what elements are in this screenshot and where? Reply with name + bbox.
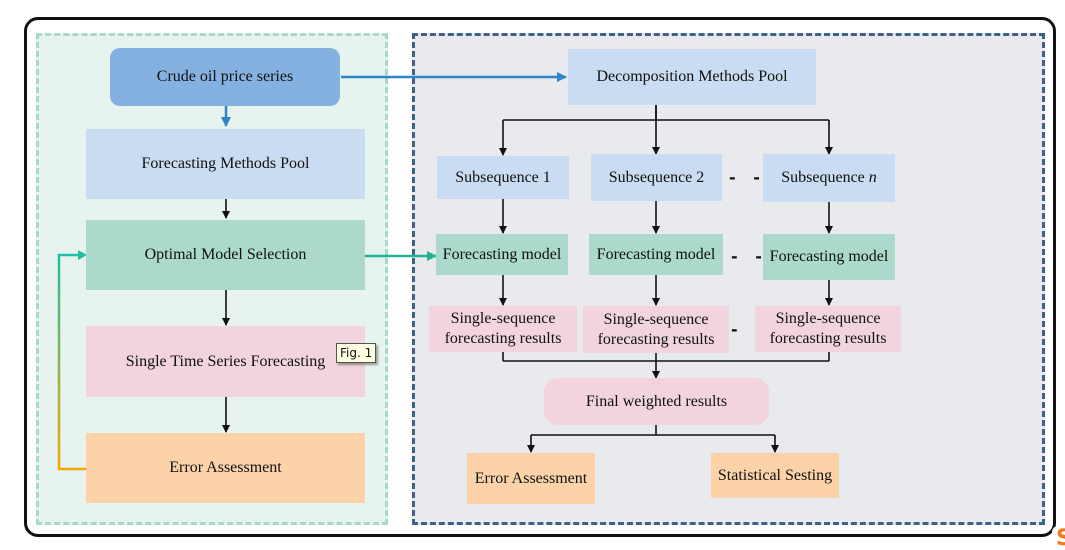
feedback-loop-error-to-selection <box>57 253 86 471</box>
final-weighted-results-label: Final weighted results <box>585 392 728 410</box>
forecasting-model-2-label: Forecasting model <box>596 245 716 263</box>
crude-oil-input-box: Crude oil price series <box>110 48 340 106</box>
subsequence-ellipsis: - - <box>729 168 766 187</box>
statistical-testing-label: Statistical Sesting <box>717 466 833 484</box>
model-ellipsis: - - <box>731 247 768 266</box>
results-1-box: Single-sequence forecasting results <box>429 306 577 352</box>
forecasting-model-n-label: Forecasting model <box>769 248 889 265</box>
decomposition-methods-pool-label: Decomposition Methods Pool <box>596 68 788 85</box>
subsequence-n-box: Subsequence n <box>763 154 895 202</box>
subsequence-2-label: Subsequence 2 <box>608 168 705 186</box>
results-2-line1: Single-sequence <box>603 310 709 328</box>
subsequence-1-label: Subsequence 1 <box>455 168 551 186</box>
forecasting-model-1-box: Forecasting model <box>436 234 568 275</box>
results-2-line2: forecasting results <box>597 330 715 348</box>
results-2-box: Single-sequence forecasting results <box>583 306 729 353</box>
statistical-testing-box: Statistical Sesting <box>711 453 839 498</box>
diagram-frame <box>24 17 1056 537</box>
forecasting-methods-pool-label: Forecasting Methods Pool <box>141 155 310 172</box>
decomposition-ensemble-panel <box>412 33 1045 525</box>
final-weighted-results-box: Final weighted results <box>544 378 769 425</box>
figure-tooltip: Fig. 1 <box>336 343 377 363</box>
subsequence-1-box: Subsequence 1 <box>437 156 569 199</box>
results-ellipsis: - - <box>731 320 768 339</box>
crude-oil-input-label: Crude oil price series <box>156 68 294 85</box>
subsequence-n-label: Subsequence n <box>781 168 877 188</box>
forecasting-model-2-box: Forecasting model <box>589 234 723 275</box>
error-assessment-left-box: Error Assessment <box>86 433 365 503</box>
results-1-line2: forecasting results <box>444 330 562 347</box>
subsequence-2-box: Subsequence 2 <box>591 154 722 201</box>
optimal-model-selection-box: Optimal Model Selection <box>86 220 365 290</box>
forecasting-model-n-box: Forecasting model <box>763 234 895 280</box>
error-assessment-right-label: Error Assessment <box>474 469 588 487</box>
results-1-line1: Single-sequence <box>450 310 556 327</box>
error-assessment-right-box: Error Assessment <box>467 453 595 504</box>
error-assessment-left-label: Error Assessment <box>169 459 282 476</box>
results-n-line1: Single-sequence <box>775 310 881 327</box>
subsequence-n-variable: n <box>868 169 877 186</box>
single-time-series-forecasting-label: Single Time Series Forecasting <box>125 352 326 370</box>
feedback-arrowhead <box>78 250 87 260</box>
subsequence-n-prefix: Subsequence <box>781 169 869 186</box>
decomposition-methods-pool-box: Decomposition Methods Pool <box>568 49 816 105</box>
single-time-series-forecasting-box: Single Time Series Forecasting <box>86 326 365 397</box>
forecasting-model-1-label: Forecasting model <box>442 245 562 263</box>
forecasting-methods-pool-box: Forecasting Methods Pool <box>86 129 365 199</box>
results-n-line2: forecasting results <box>769 330 887 347</box>
optimal-model-selection-label: Optimal Model Selection <box>144 246 307 263</box>
results-n-box: Single-sequence forecasting results <box>755 306 901 352</box>
logo-fragment-icon: S <box>1052 526 1065 550</box>
